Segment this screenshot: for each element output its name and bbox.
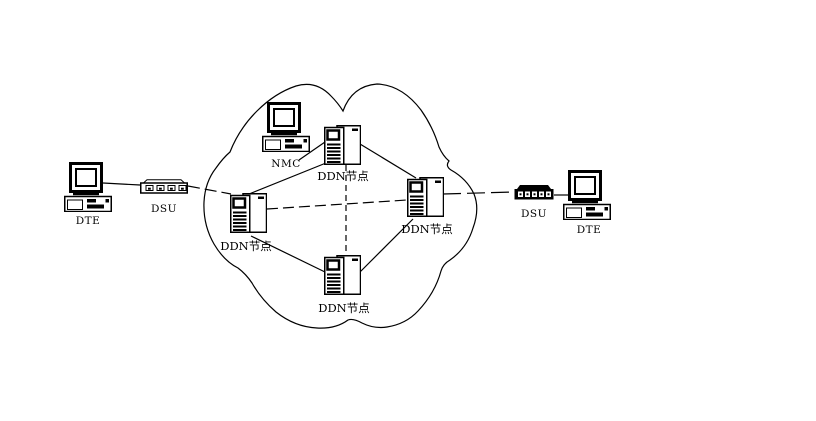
computer-icon: [65, 164, 112, 212]
node-dte-left: DTE: [65, 164, 112, 227]
dsu-modem-icon: [141, 180, 188, 193]
node-ddn-left: DDN节点: [220, 194, 272, 253]
node-label: NMC: [271, 158, 300, 170]
edge-dte-left-dsu-left: [102, 182, 141, 186]
dsu-modem-icon: [515, 185, 554, 200]
node-label: DDN节点: [401, 222, 453, 236]
node-ddn-bottom: DDN节点: [318, 256, 370, 315]
node-label: DDN节点: [318, 301, 370, 315]
node-nmc: NMC: [263, 104, 310, 170]
server-icon: [325, 256, 361, 295]
node-label: DDN节点: [317, 169, 369, 183]
node-label: DSU: [521, 208, 547, 220]
node-ddn-top: DDN节点: [317, 126, 369, 183]
computer-icon: [564, 172, 611, 220]
edge-dsu-left-ddn-left: [187, 185, 232, 195]
server-icon: [231, 194, 267, 233]
edge-ddn-top-ddn-left: [248, 162, 327, 195]
node-dsu-right: DSU: [515, 185, 554, 220]
edge-ddn-left-ddn-right: [266, 199, 408, 210]
edge-ddn-bottom-ddn-right: [359, 218, 414, 273]
edge-nmc-ddn-top: [298, 141, 326, 161]
edges: [102, 141, 569, 273]
node-label: DTE: [76, 215, 101, 227]
node-label: DDN节点: [220, 239, 272, 253]
node-ddn-right: DDN节点: [401, 178, 453, 236]
edge-ddn-right-dsu-right: [442, 191, 515, 195]
node-label: DSU: [151, 203, 177, 215]
edge-ddn-top-ddn-right: [359, 143, 417, 179]
node-dte-right: DTE: [564, 172, 611, 236]
node-label: DTE: [577, 224, 602, 236]
server-icon: [325, 126, 361, 165]
server-icon: [408, 178, 444, 217]
edge-ddn-left-ddn-bottom: [250, 235, 326, 273]
node-dsu-left: DSU: [141, 180, 188, 215]
